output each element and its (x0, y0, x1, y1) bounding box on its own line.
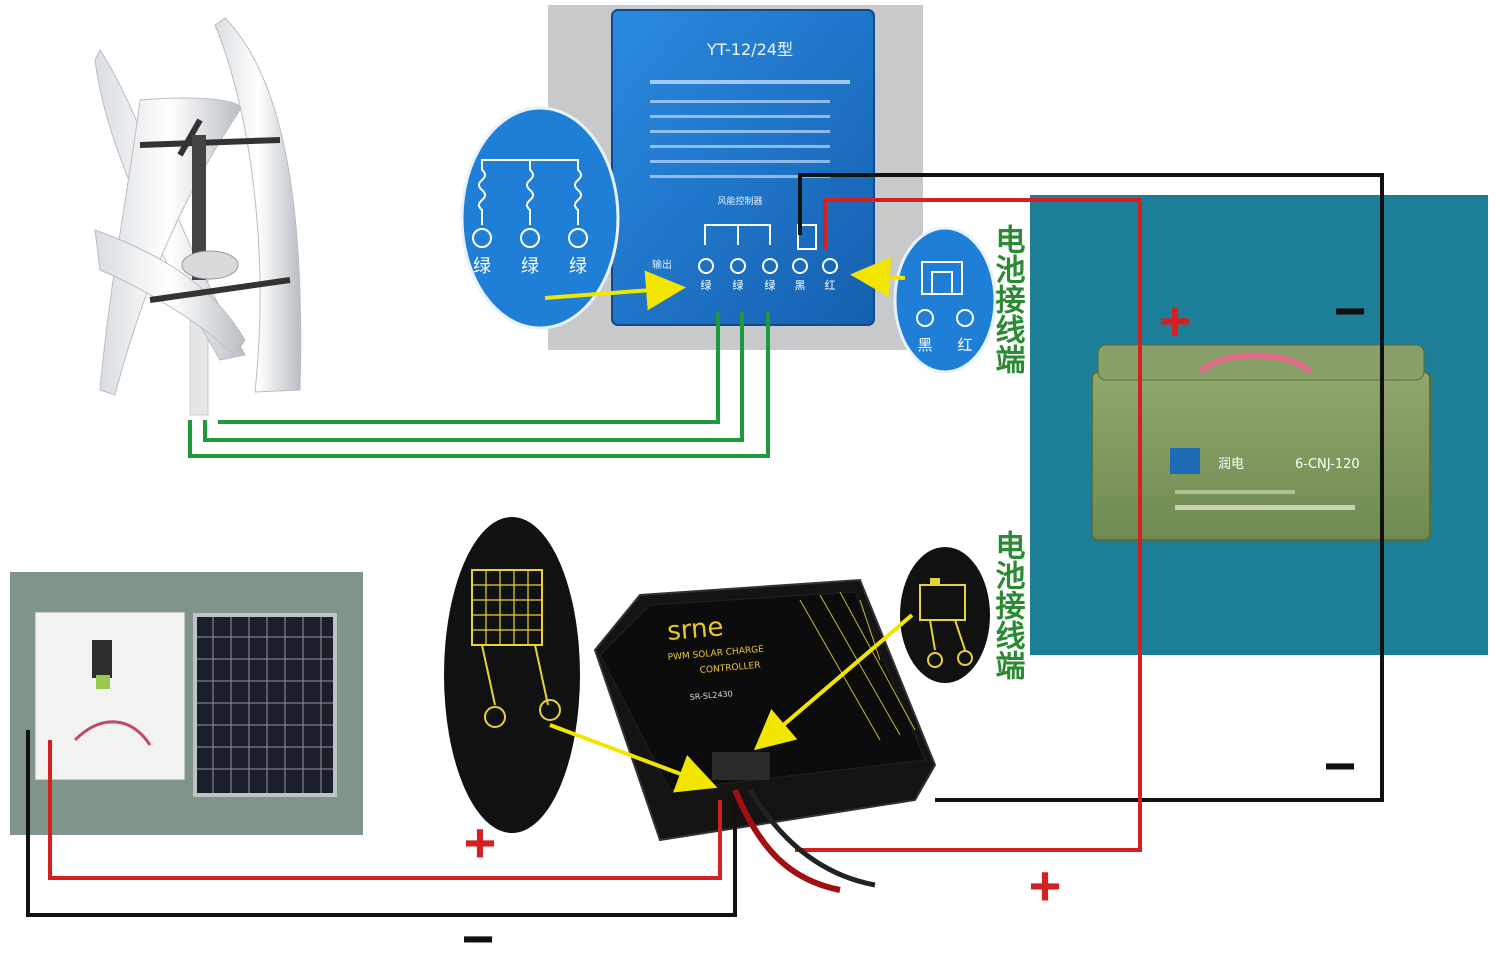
battery-lid (1097, 344, 1425, 381)
terminal-green-3 (762, 258, 778, 274)
turbine-strut (139, 137, 281, 148)
solar-cells (197, 617, 333, 793)
battery-minus-mark: − (1334, 279, 1367, 342)
solar-input-bubble (444, 517, 580, 833)
battery-terminal-label-top: 电池接线端 (990, 224, 1026, 374)
bottom-plus-mark: + (1029, 854, 1062, 917)
wire-green-1 (218, 312, 720, 424)
battery-plus-mark: + (1159, 289, 1192, 352)
arrow-battery-to-controller (850, 257, 906, 297)
bubble-terminal-label: 绿 (473, 256, 491, 277)
terminal-green-2 (730, 258, 746, 274)
solar-panel-front (193, 613, 337, 797)
battery-panel: 润电 6-CNJ-120 (1030, 195, 1488, 655)
bottom-minus-mark: − (462, 907, 495, 959)
arrow-wind-to-controller (544, 270, 686, 311)
terminal-green-1 (698, 258, 714, 274)
wires (26, 173, 1384, 917)
turbine-shaft (192, 135, 206, 280)
wire-red-solar (48, 740, 722, 880)
solar-controller-model: SR-SL2430 (689, 689, 733, 702)
right-minus-mark: − (1324, 734, 1357, 797)
turbine-blade (94, 229, 246, 356)
wind-input-bubble: 绿 绿 绿 (460, 106, 620, 330)
wind-controller-caption: 风能控制器 (717, 195, 762, 207)
turbine-strut (149, 277, 291, 303)
solar-panel-back (34, 611, 186, 781)
junction-box (92, 640, 112, 678)
battery-handle (1197, 352, 1313, 375)
terminal-label: 黑 (795, 279, 806, 292)
terminal-label: 绿 (701, 278, 712, 292)
bubble-terminal-label: 黑 (917, 336, 932, 354)
terminal-red (822, 258, 838, 274)
arrow-battery-to-solar-controller (753, 613, 914, 751)
solar-controller: srne PWM SOLAR CHARGE CONTROLLER SR-SL24… (593, 578, 937, 842)
bubble-terminal-label: 红 (957, 336, 972, 354)
battery-body (1091, 371, 1431, 541)
cable-bundle (732, 788, 841, 893)
solar-controller-brand: srne (666, 612, 725, 647)
solar-panel (10, 572, 363, 835)
terminal-label: 红 (825, 279, 836, 292)
battery-model: 6-CNJ-120 (1295, 457, 1360, 472)
battery-output-bubble (900, 547, 990, 683)
polarity-marks: + − − + − + (462, 279, 1367, 959)
wire-red-wind (795, 198, 1142, 852)
turbine-strut (177, 118, 203, 157)
bubble-terminal-label: 绿 (521, 256, 539, 277)
wind-controller-side-mark: 输出 (652, 258, 672, 271)
terminal-label: 绿 (765, 278, 776, 292)
terminal-black (792, 258, 808, 274)
bubble-terminal-label: 绿 (569, 256, 587, 277)
turbine-hub (181, 250, 239, 280)
arrow-solar-to-controller (549, 723, 718, 793)
terminal-label: 绿 (733, 278, 744, 292)
wind-controller-model: YT-12/24型 (706, 40, 793, 59)
wire-black-wind (798, 173, 1384, 802)
wire-black-solar (26, 730, 737, 917)
wire-green-3 (188, 312, 770, 458)
arrows (544, 257, 914, 793)
wind-turbine (35, 15, 325, 416)
battery-terminal-bubble: 黑 红 (893, 226, 997, 374)
battery-brand: 润电 (1218, 457, 1244, 472)
battery-terminal-label-bottom: 电池接线端 (990, 530, 1026, 680)
wire-green-2 (203, 312, 744, 442)
cable-bundle (747, 788, 876, 888)
solar-plus-mark: + (464, 811, 497, 874)
wind-controller-terminals: 绿 绿 绿 黑 红 (698, 258, 838, 292)
